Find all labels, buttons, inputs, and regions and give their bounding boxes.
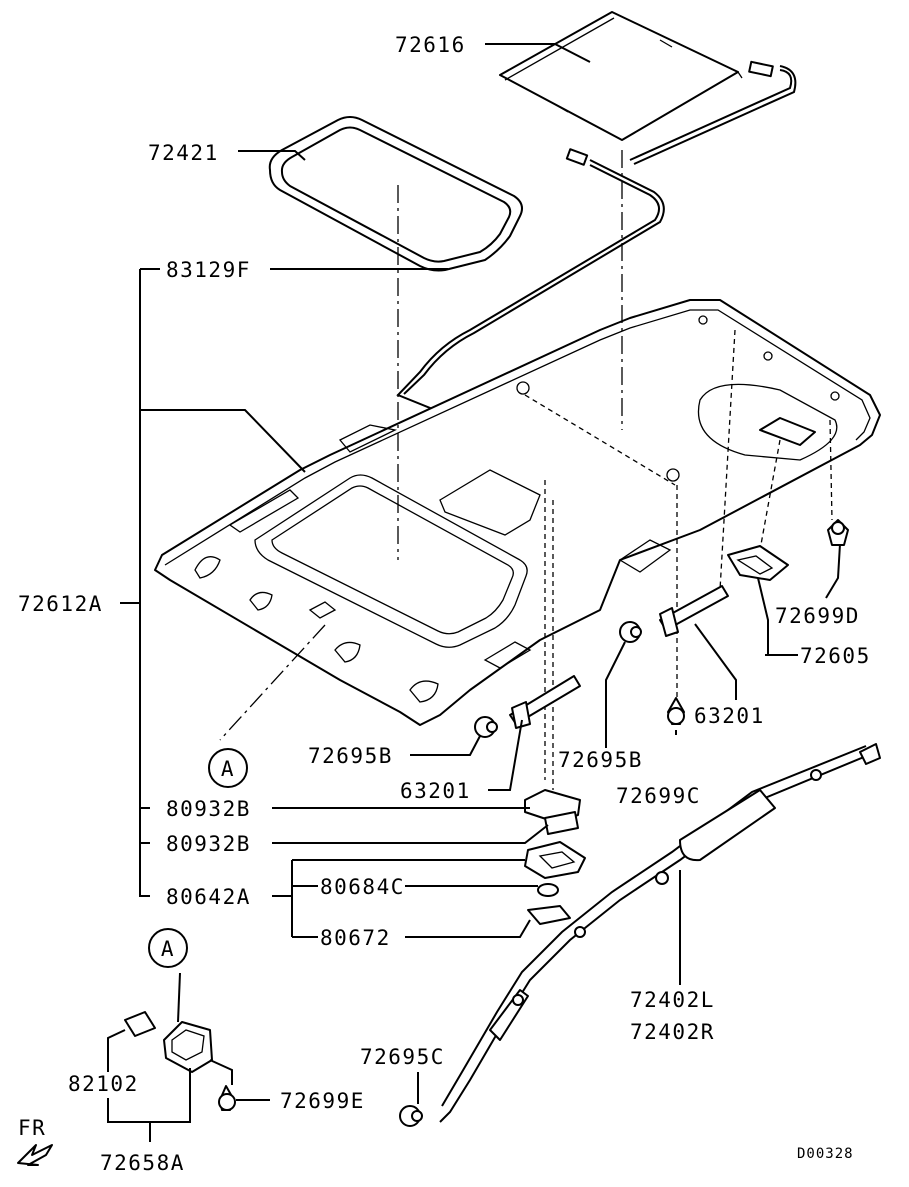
label-63201-right: 63201 [694, 704, 765, 728]
clip-72699D [827, 519, 849, 546]
assist-handle-72605 [727, 545, 789, 581]
label-82102: 82102 [68, 1072, 139, 1096]
label-72695B-left: 72695B [308, 744, 393, 768]
label-63201-left: 63201 [400, 779, 471, 803]
bulb-82102 [124, 1011, 156, 1037]
sunvisor-holder-63201-right [659, 585, 729, 637]
label-72402L: 72402L [630, 988, 715, 1012]
label-72612A: 72612A [18, 592, 103, 616]
sunroof-weatherstrip [268, 116, 523, 272]
fastener-72695B-left [474, 716, 498, 738]
curtain-airbag [439, 743, 881, 1123]
label-72616: 72616 [395, 33, 466, 57]
room-lamp-80642A [524, 841, 586, 879]
reference-a-detail: A [161, 937, 175, 961]
front-label: FR [18, 1116, 46, 1140]
sunvisor-holder-63201-left [509, 675, 581, 729]
label-72421: 72421 [148, 141, 219, 165]
label-72695B-right: 72695B [558, 748, 643, 772]
label-72699C: 72699C [616, 784, 701, 808]
sunshade-panel [396, 11, 797, 443]
headlining-panel [154, 299, 881, 726]
bracket-80932B [524, 789, 581, 835]
detail-a-lamp-72658A [163, 1021, 213, 1073]
label-72699D: 72699D [775, 604, 860, 628]
fastener-72695B-right [619, 621, 642, 643]
clip-72699E [218, 1085, 236, 1111]
front-arrow-icon [17, 1144, 53, 1166]
label-72402R: 72402R [630, 1020, 715, 1044]
reference-a-main: A [221, 757, 235, 781]
lens-80672 [527, 905, 571, 925]
label-80932B-1: 80932B [166, 797, 251, 821]
diagram-code: D00328 [797, 1146, 854, 1162]
label-80672: 80672 [320, 926, 391, 950]
clip-72699C [667, 697, 685, 725]
label-83129F: 83129F [166, 258, 251, 282]
fastener-72695C [399, 1105, 423, 1127]
label-80642A: 80642A [166, 885, 251, 909]
label-72699E: 72699E [280, 1089, 365, 1113]
label-72605: 72605 [800, 644, 871, 668]
bulb-80684C [537, 883, 559, 897]
label-72695C: 72695C [360, 1045, 445, 1069]
label-80684C: 80684C [320, 875, 405, 899]
label-80932B-2: 80932B [166, 832, 251, 856]
label-72658A: 72658A [100, 1151, 185, 1175]
